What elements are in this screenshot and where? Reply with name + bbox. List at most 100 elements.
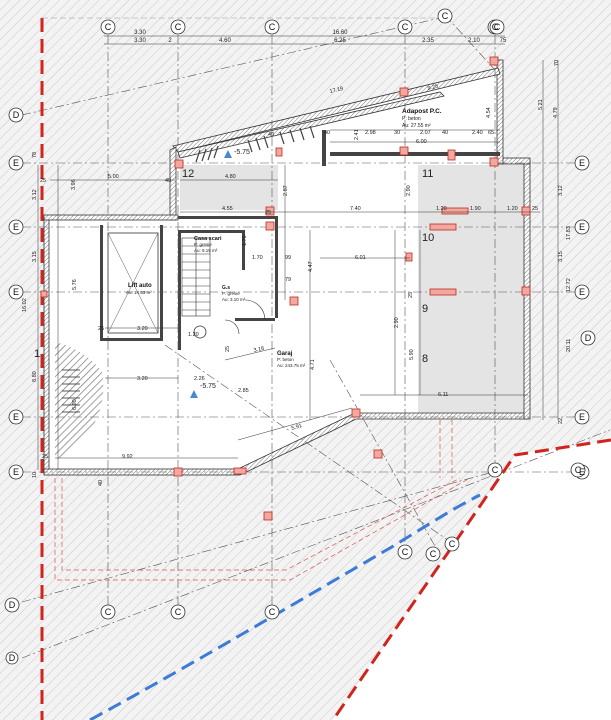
dim-600: 6.00 <box>416 139 427 145</box>
grid-label-right-e3: E <box>579 287 585 297</box>
grid-label-top-c4: C <box>402 22 409 32</box>
grid-label-bot-c5: C <box>492 465 499 475</box>
grid-bubble-right-e4 <box>574 409 590 425</box>
grid-label-top-c5: C <box>492 22 499 32</box>
dim-2011: 20.11 <box>566 339 572 352</box>
grid-label-left-e3: E <box>13 287 19 297</box>
interior-walls <box>100 130 500 350</box>
grid-bubble-top-c3 <box>264 19 280 35</box>
dim-top-210: 2.10 <box>468 38 480 44</box>
dim-top-75: 75 <box>500 38 507 44</box>
dim-40e: 40 <box>98 480 104 486</box>
dim-290b: 2.90 <box>394 317 400 328</box>
room-casa-scari-area: Au: 9.15 m² <box>194 248 218 253</box>
grid-bubble-misc-1 <box>437 8 453 24</box>
room-casa-scari-finish: P: gresie <box>194 242 212 247</box>
property-boundary <box>40 18 611 720</box>
dim-170b: 1.70 <box>252 255 263 261</box>
dim-290a: 2.90 <box>406 185 412 196</box>
grid-bubble-labels: C C C C C C C C C C E E E E E E E E E E … <box>9 11 592 663</box>
adapost-hatch <box>195 125 315 163</box>
dim-170a: 1.70 <box>242 235 248 246</box>
dim-top-2: 2 <box>168 38 172 44</box>
grid-label-left-d1: D <box>13 110 20 120</box>
dim-590: 5.90 <box>409 349 415 360</box>
outside-site <box>333 440 611 720</box>
grid-label-bot-c4: C <box>402 547 409 557</box>
dim-601: 6.01 <box>355 255 366 261</box>
door-arc <box>224 319 240 335</box>
grid-bubble-right-d1 <box>580 330 596 346</box>
room-lift-area: Au: 14.53 m² <box>126 290 152 295</box>
grid-bubble-top-c4 <box>397 19 413 35</box>
grid-label-misc-2: C <box>494 22 501 32</box>
grid-bubble-top-c1 <box>100 19 116 35</box>
dimension-lines <box>37 35 559 470</box>
dim-top-460: 4.60 <box>219 38 231 44</box>
dim-992: 9.92 <box>122 454 133 460</box>
grid-label-left-e5: E <box>13 467 19 477</box>
room-adapost-name: Adapost P.C. <box>402 108 442 115</box>
grid-lines <box>21 14 611 659</box>
room-wc-finish: P: gresie <box>222 291 240 296</box>
grid-label-top-c2: C <box>175 22 182 32</box>
dim-240: 2.40 <box>472 130 483 136</box>
grid-bubble-bot-c4 <box>397 544 413 560</box>
grid-bubble-misc-6 <box>5 651 19 665</box>
dim-396: 3.96 <box>71 179 77 190</box>
grid-bubble-misc-5 <box>570 462 586 478</box>
ramp-hatch <box>55 342 104 460</box>
grid-label-left-d2: D <box>9 600 16 610</box>
grid-label-right-e5: E <box>579 467 585 477</box>
dim-22: 22 <box>558 418 564 424</box>
dim-190: 1.90 <box>470 206 481 212</box>
dim-312l: 3.12 <box>32 189 38 200</box>
room-adapost-area: Au: 27.55 m² <box>402 123 431 129</box>
wc-fixture <box>193 325 207 339</box>
dim-287: 2.87 <box>283 185 289 196</box>
dim-1272: 12.72 <box>566 278 572 292</box>
grid-label-right-d1: D <box>585 333 592 343</box>
dim-447: 4.47 <box>308 261 314 272</box>
car-lift <box>107 232 159 334</box>
room-wc-name: G.s <box>222 285 230 291</box>
parking-number-1: 1 <box>34 348 40 360</box>
dim-40d: 40 <box>165 178 171 184</box>
grid-label-left-e4: E <box>13 412 19 422</box>
room-garaj-finish: P: beton <box>277 357 294 362</box>
grid-bubble-left-e2 <box>8 219 24 235</box>
dim-611: 6.11 <box>438 392 448 398</box>
dim-top-330a: 3.30 <box>134 30 146 36</box>
dim-top-625: 6.25 <box>334 38 346 44</box>
dim-99: 99 <box>285 255 291 261</box>
room-labels: Adapost P.C. P: beton Au: 27.55 m² Casa … <box>126 108 442 368</box>
dim-312r: 3.12 <box>558 185 564 196</box>
dim-top-1660: 16.60 <box>332 30 348 36</box>
dim-65: 65 <box>488 130 494 136</box>
grid-label-right-e2: E <box>579 222 585 232</box>
stairs <box>181 237 211 317</box>
dim-471: 4.71 <box>310 359 316 370</box>
grid-bubble-misc-2 <box>489 19 505 35</box>
grid-bubble-top-c2 <box>170 19 186 35</box>
dim-25b: 25 <box>265 210 271 216</box>
parking-zone-12 <box>180 165 278 210</box>
dim-521: 5.21 <box>538 99 544 110</box>
grid-bubble-misc-3 <box>444 536 460 552</box>
parking-number-9: 9 <box>422 303 428 315</box>
building-interior <box>48 72 528 473</box>
dim-120a: 1.20 <box>436 206 447 212</box>
grid-label-right-e1: E <box>579 158 585 168</box>
dim-316: 3.16 <box>253 346 265 354</box>
dim-25d: 25 <box>98 326 104 332</box>
dim-207: 2.07 <box>420 130 431 136</box>
grid-bubble-left-e1 <box>8 155 24 171</box>
room-adapost-finish: P: beton <box>402 116 421 122</box>
dim-226: 2.26 <box>194 376 205 382</box>
offset-lines <box>54 420 471 581</box>
dim-1783: 17.83 <box>566 226 572 240</box>
dim-479: 4.79 <box>553 107 559 118</box>
room-wc-area: Au: 3.10 m² <box>222 297 246 302</box>
grid-label-bot-c2: C <box>175 607 182 617</box>
